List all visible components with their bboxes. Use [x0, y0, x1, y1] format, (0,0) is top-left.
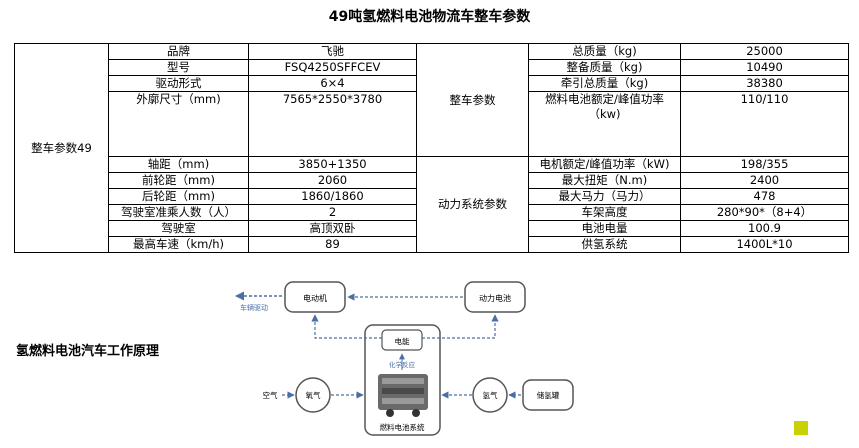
- group-label-power: 动力系统参数: [416, 156, 529, 253]
- drive-label: 车辆驱动: [240, 303, 268, 312]
- spec-label: 供氢系统: [528, 236, 681, 253]
- spec-label: 后轮距（mm): [108, 188, 249, 205]
- diagram-caption: 氢燃料电池汽车工作原理: [16, 344, 160, 359]
- spec-label: 型号: [108, 59, 249, 76]
- spec-value: 飞驰: [248, 43, 417, 60]
- spec-value: 110/110: [680, 91, 849, 157]
- power-battery-label: 动力电池: [479, 293, 511, 303]
- spec-label: 最大扭矩（N.m): [528, 172, 681, 189]
- spec-value: 2400: [680, 172, 849, 189]
- electric-energy-box: [381, 329, 423, 351]
- page-title: 49吨氢燃料电池物流车整车参数: [328, 9, 531, 25]
- group-label-left: 整车参数49: [14, 43, 109, 253]
- spec-value: 10490: [680, 59, 849, 76]
- fuel-cell-stack-icon: [378, 374, 428, 417]
- spec-label: 牵引总质量（kg): [528, 75, 681, 92]
- spec-label: 外廓尺寸（mm): [108, 91, 249, 157]
- spec-table: 整车参数49 品牌 飞驰 整车参数 总质量（kg) 25000 型号 FSQ42…: [14, 43, 849, 253]
- table-row: 外廓尺寸（mm) 7565*2550*3780 燃料电池额定/峰值功率（kw) …: [15, 91, 849, 157]
- table-row: 整车参数49 品牌 飞驰 整车参数 总质量（kg) 25000: [14, 43, 849, 253]
- spec-label: 轴距（mm): [108, 156, 249, 173]
- spec-value: 25000: [680, 43, 849, 60]
- table-row: 后轮距（mm) 1860/1860 最大马力（马力） 478: [15, 188, 849, 205]
- spec-value: 198/355: [680, 156, 849, 173]
- spec-label: 驾驶室: [108, 220, 249, 237]
- spec-label: 最大马力（马力）: [528, 188, 681, 205]
- spec-value: 38380: [680, 75, 849, 92]
- spec-label: 最高车速（km/h): [108, 236, 249, 253]
- spec-value: 89: [248, 236, 417, 253]
- fuel-cell-diagram: 车辆驱动 电动机 动力电池 电能 化学反应 燃料电池系统 空气 氧气 氢气 储氢…: [235, 281, 574, 436]
- motor-box: [284, 281, 346, 313]
- spec-label: 驱动形式: [108, 75, 249, 92]
- spec-label: 车架高度: [528, 204, 681, 221]
- hydrogen-tank-label: 储氢罐: [537, 390, 560, 400]
- spec-value: 3850+1350: [248, 156, 417, 173]
- group-label-vehicle: 整车参数: [416, 43, 529, 157]
- oxygen-label: 氧气: [306, 390, 321, 400]
- oxygen-circle: [295, 377, 331, 413]
- table-row: 前轮距（mm) 2060 最大扭矩（N.m) 2400: [15, 172, 849, 189]
- spec-value: 100.9: [680, 220, 849, 237]
- spec-label: 驾驶室准乘人数（人）: [108, 204, 249, 221]
- spec-value: 高顶双卧: [248, 220, 417, 237]
- spec-label: 电池电量: [528, 220, 681, 237]
- spec-value: 7565*2550*3780: [248, 91, 417, 157]
- spec-value: 6×4: [248, 75, 417, 92]
- spec-label: 前轮距（mm): [108, 172, 249, 189]
- table-row: 最高车速（km/h) 89 供氢系统 1400L*10: [15, 236, 849, 253]
- spec-value: 2: [248, 204, 417, 221]
- spec-label: 品牌: [108, 43, 249, 60]
- spec-value: 1400L*10: [680, 236, 849, 253]
- spec-label: 整备质量（kg): [528, 59, 681, 76]
- hydrogen-tank-box: [522, 379, 574, 411]
- spec-value: 280*90*（8+4）: [680, 204, 849, 221]
- motor-label: 电动机: [303, 293, 327, 303]
- table-row: 轴距（mm) 3850+1350 动力系统参数 电机额定/峰值功率（kW) 19…: [15, 156, 849, 253]
- hydrogen-label: 氢气: [483, 390, 498, 400]
- fuel-cell-system-label: 燃料电池系统: [380, 422, 425, 432]
- corner-square: [794, 421, 808, 435]
- spec-label: 燃料电池额定/峰值功率（kw): [528, 91, 681, 157]
- electric-energy-label: 电能: [395, 336, 410, 346]
- energy-to-motor-arrow: [311, 314, 382, 339]
- spec-label: 总质量（kg): [528, 43, 681, 60]
- energy-to-battery-arrow: [422, 314, 499, 339]
- spec-value: 2060: [248, 172, 417, 189]
- air-label: 空气: [263, 390, 278, 400]
- table-row: 驾驶室准乘人数（人） 2 车架高度 280*90*（8+4）: [15, 204, 849, 221]
- spec-value: 1860/1860: [248, 188, 417, 205]
- spec-value: 478: [680, 188, 849, 205]
- power-battery-box: [464, 281, 526, 313]
- hydrogen-circle: [472, 377, 508, 413]
- spec-label: 电机额定/峰值功率（kW): [528, 156, 681, 173]
- spec-value: FSQ4250SFFCEV: [248, 59, 417, 76]
